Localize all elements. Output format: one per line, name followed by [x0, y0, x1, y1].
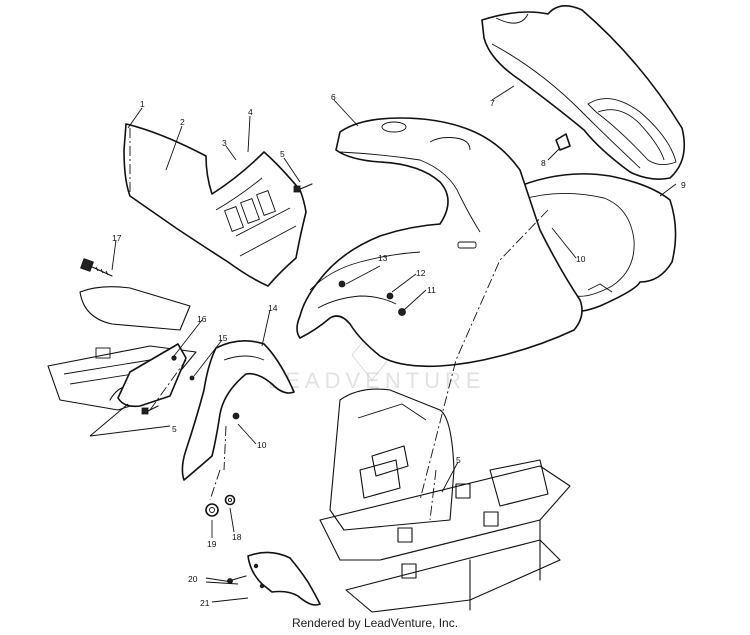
callout-6: 6: [331, 92, 336, 102]
callout-5-frame: 5: [456, 455, 461, 465]
callout-labels: 1 2 3 4 5 6 7 8 9 10 11 12 13 14 15 16 1…: [112, 92, 686, 608]
callout-5-upper: 5: [280, 149, 285, 159]
bolt-17: [80, 258, 113, 277]
rear-flap-part: [247, 551, 321, 606]
callout-3: 3: [222, 138, 227, 148]
footer-credit: Rendered by LeadVenture, Inc.: [291, 616, 459, 630]
callout-10-rear: 10: [576, 254, 586, 264]
side-panel-part: [123, 123, 307, 287]
callout-1: 1: [140, 99, 145, 109]
clip-8: [555, 133, 571, 151]
callout-17: 17: [112, 233, 122, 243]
screw-20: [227, 575, 247, 584]
callout-8: 8: [541, 158, 546, 168]
callout-10-front: 10: [257, 440, 267, 450]
front-fender-part: [296, 117, 583, 368]
seat-part: [481, 5, 686, 180]
callout-4: 4: [248, 107, 253, 117]
callout-16: 16: [197, 314, 207, 324]
callout-12: 12: [416, 268, 426, 278]
callout-13: 13: [378, 253, 388, 263]
phantom-lines: [129, 128, 549, 521]
callout-11: 11: [427, 285, 436, 295]
callout-21: 21: [200, 598, 210, 608]
nut-19: [205, 503, 219, 517]
callout-18: 18: [232, 532, 242, 542]
washer-18: [224, 494, 236, 506]
callout-19: 19: [207, 539, 217, 549]
rear-frame: [319, 388, 571, 613]
leader-lines: [89, 85, 677, 603]
bracket-16: [117, 343, 195, 408]
screw-5-upper: [293, 183, 313, 193]
mud-flap-part: [181, 340, 295, 481]
callout-2: 2: [180, 117, 185, 127]
callout-9: 9: [681, 180, 686, 190]
callout-5-lower: 5: [172, 424, 177, 434]
callout-15: 15: [218, 333, 228, 343]
callout-14: 14: [268, 303, 278, 313]
callout-7: 7: [490, 98, 495, 108]
screw-5-lower: [141, 405, 159, 415]
callout-20: 20: [188, 574, 198, 584]
